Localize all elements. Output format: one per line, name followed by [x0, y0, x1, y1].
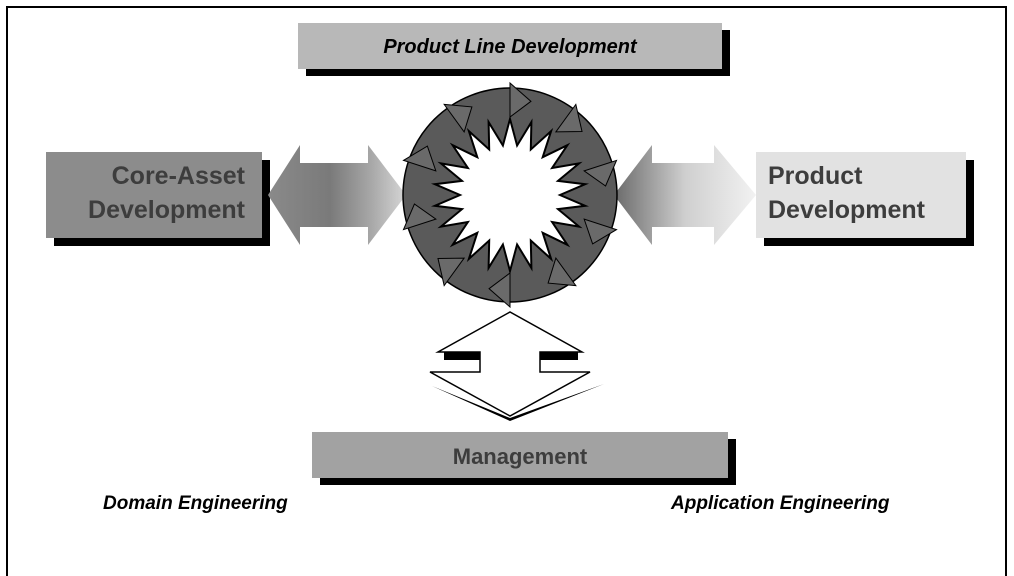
management-label: Management: [453, 444, 588, 469]
cycle-arrow-head: [437, 257, 466, 287]
cycle-arrow-head: [509, 81, 532, 118]
product-development-label-line1: Product: [768, 162, 863, 190]
cycle-arrow-head: [554, 103, 583, 133]
management-double-arrow: [429, 311, 604, 421]
product-development-label-line2: Development: [768, 196, 926, 224]
development-cycle-ring: [402, 81, 618, 309]
cycle-arrow-head: [583, 218, 618, 245]
cycle-arrows: [402, 81, 618, 309]
core-asset-label-line2: Development: [88, 196, 246, 224]
left-double-arrow: [268, 145, 406, 245]
cycle-arrow-head: [488, 272, 511, 309]
right-double-arrow: [614, 145, 756, 245]
management-box: Management: [312, 432, 736, 485]
cycle-arrow-head: [583, 159, 618, 187]
cycle-arrow-head: [402, 203, 437, 231]
domain-engineering-label: Domain Engineering: [103, 493, 288, 514]
cycle-arrow-head: [547, 257, 577, 287]
core-asset-development-box: Core-Asset Development: [46, 152, 270, 246]
diagram-frame: [6, 6, 1007, 576]
product-development-box: Product Development: [756, 152, 974, 246]
cycle-arrow-head: [443, 103, 473, 133]
application-engineering-label: Application Engineering: [671, 493, 890, 514]
product-line-development-box: Product Line Development: [298, 23, 730, 76]
cycle-arrow-head: [402, 145, 437, 172]
core-asset-label-line1: Core-Asset: [112, 162, 246, 190]
center-starburst: [430, 115, 590, 275]
product-line-development-label: Product Line Development: [383, 36, 638, 58]
